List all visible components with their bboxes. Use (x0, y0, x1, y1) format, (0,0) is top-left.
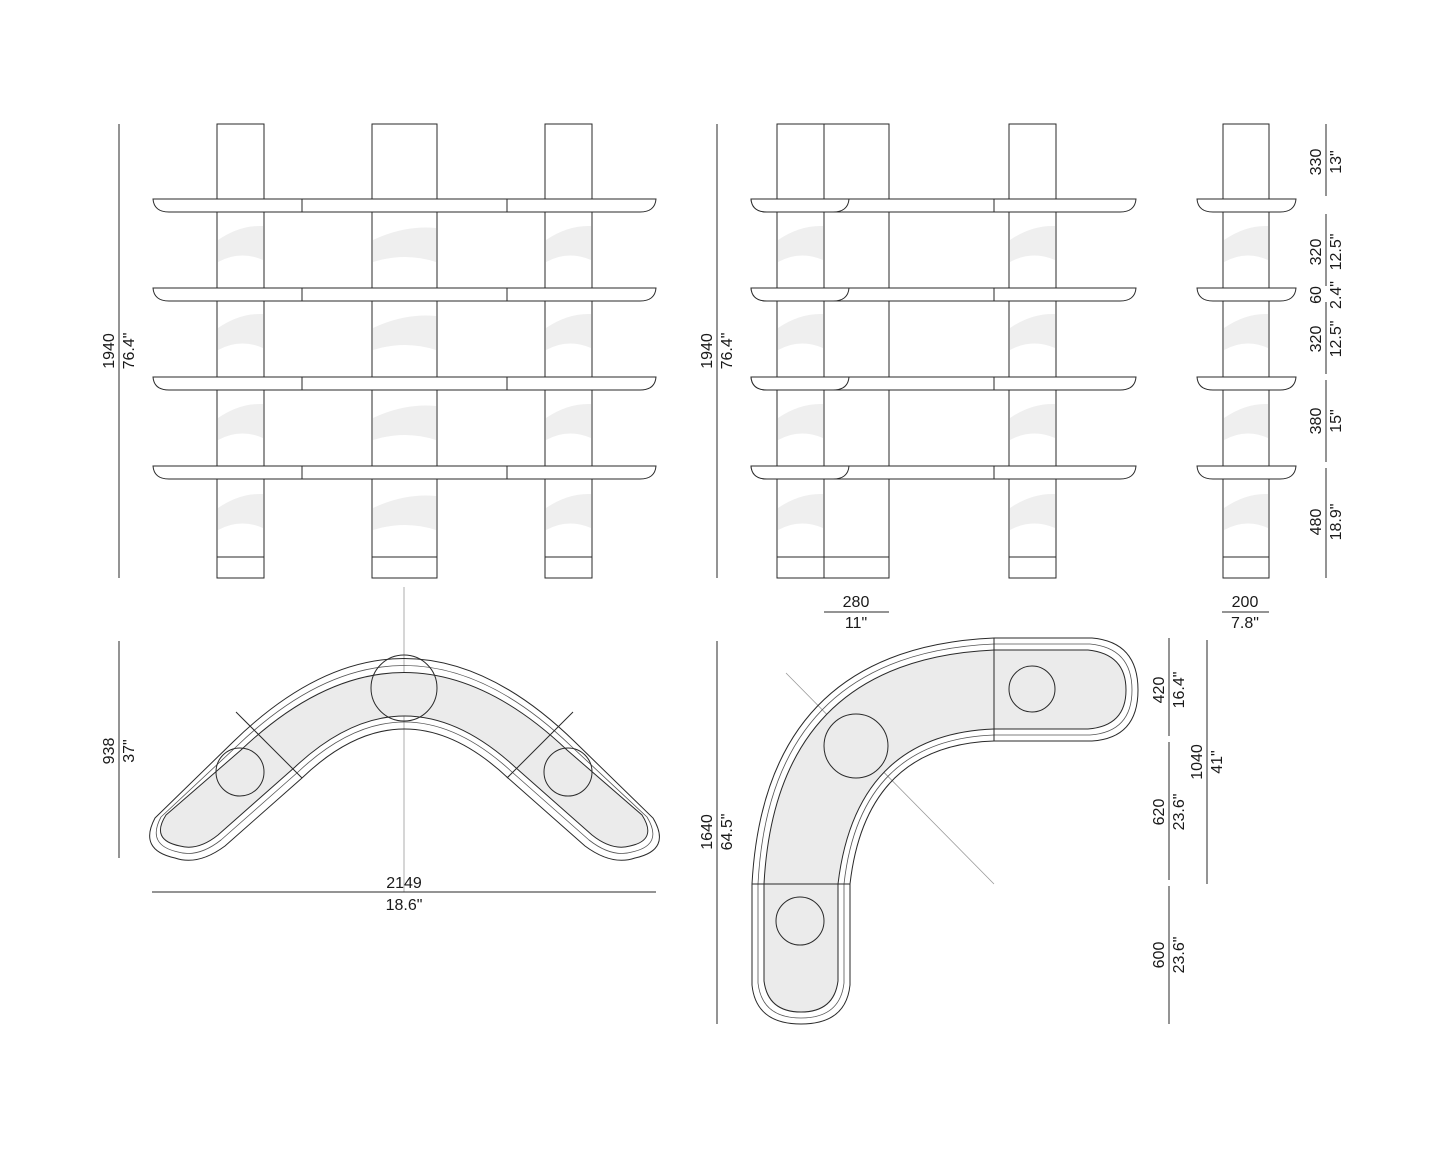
spacing-2-in: 12.5" (1328, 234, 1345, 271)
front-shelves (152, 198, 657, 480)
side-post-left (776, 123, 825, 579)
arc-cutout-right (543, 747, 593, 797)
spacing-3-in: 2.4" (1328, 281, 1345, 309)
spacing-6-mm: 480 (1308, 509, 1325, 536)
corner-height-in: 64.5" (719, 814, 736, 851)
side-post-right (1008, 123, 1057, 579)
front-height-in: 76.4" (121, 333, 138, 370)
corner-outline-inner (757, 643, 1133, 1019)
corner-seg2-in: 23.6" (1171, 794, 1188, 831)
corner-total-mm: 1040 (1189, 744, 1206, 780)
corner-cutout-top (1008, 665, 1056, 713)
post-left (216, 123, 265, 579)
arc-outline-outer (149, 658, 660, 861)
corner-seg3-in: 23.6" (1171, 937, 1188, 974)
corner-cutout-bottom (775, 896, 825, 946)
post-depth-mm: 280 (843, 594, 870, 611)
arc-width-in: 18.6" (386, 897, 423, 914)
spacing-2-mm: 320 (1308, 239, 1325, 266)
corner-total-in: 41" (1209, 750, 1226, 773)
corner-seg1-mm: 420 (1151, 677, 1168, 704)
spacing-3-mm: 60 (1308, 286, 1325, 304)
corner-segment-dimension-lines (1168, 638, 1208, 1024)
spacing-5-in: 15" (1328, 409, 1345, 432)
corner-seg1-in: 16.4" (1171, 672, 1188, 709)
arc-width-mm: 2149 (386, 875, 422, 892)
post-width-mm: 200 (1232, 594, 1259, 611)
corner-plan-view: 1640 64.5" 420 16.4" 620 23.6" 600 23.6"… (699, 637, 1226, 1025)
corner-cutout-middle (823, 713, 889, 779)
front-elevation: 1940 76.4" (101, 123, 657, 579)
arc-seam-left (235, 711, 303, 779)
spacing-1-mm: 330 (1308, 149, 1325, 176)
side-post-middle (823, 123, 890, 579)
arc-depth-mm: 938 (101, 738, 118, 765)
arc-cutout-left (215, 747, 265, 797)
corner-tray-surface (763, 649, 1127, 1013)
arc-tray-surface (159, 672, 649, 848)
post-right (544, 123, 593, 579)
arc-cutout-center (370, 654, 438, 722)
corner-height-mm: 1640 (699, 814, 716, 850)
post-width-in: 7.8" (1231, 615, 1259, 632)
corner-seg3-mm: 600 (1151, 942, 1168, 969)
spacing-5-mm: 380 (1308, 408, 1325, 435)
diagonal-guide (785, 672, 995, 885)
arc-plan-view: 938 37" 2149 18.6" (101, 587, 660, 914)
front-height-mm: 1940 (101, 333, 118, 369)
arc-outline-inner (155, 665, 654, 854)
side-height-mm: 1940 (699, 333, 716, 369)
corner-seg2-mm: 620 (1151, 799, 1168, 826)
post-middle (371, 123, 438, 579)
side-shelves (750, 198, 1137, 480)
spacing-6-in: 18.9" (1328, 504, 1345, 541)
arc-seam-right (506, 711, 574, 779)
spacing-1-in: 13" (1328, 150, 1345, 173)
post-depth-in: 11" (845, 615, 867, 632)
spacing-4-mm: 320 (1308, 326, 1325, 353)
profile-view: 200 7.8" 330 13" 320 12.5" 60 2.4" 320 1… (1196, 123, 1345, 632)
side-elevation: 1940 76.4" (699, 123, 1137, 632)
side-height-in: 76.4" (719, 333, 736, 370)
spacing-4-in: 12.5" (1328, 321, 1345, 358)
arc-depth-in: 37" (121, 739, 138, 762)
corner-outline-outer (751, 637, 1139, 1025)
